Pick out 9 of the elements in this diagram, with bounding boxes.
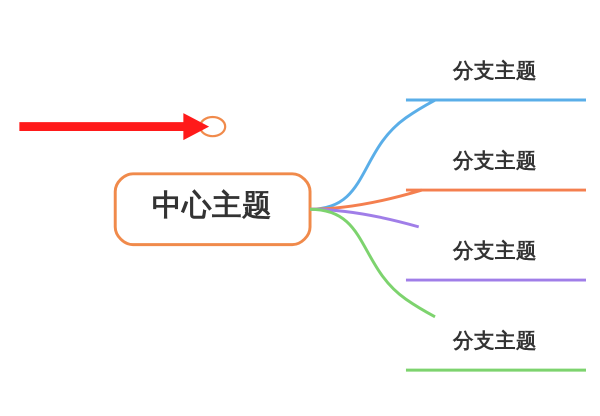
node-text: 分支主题 bbox=[453, 328, 538, 352]
node-text: 分支主题 bbox=[453, 58, 538, 82]
connector bbox=[310, 207, 436, 318]
node-text: 分支主题 bbox=[453, 148, 538, 172]
node-text: 分支主题 bbox=[453, 238, 538, 262]
arrow bbox=[19, 112, 210, 140]
node-box: 中心主题 bbox=[114, 172, 312, 246]
node-bubble bbox=[198, 115, 226, 137]
connector bbox=[310, 188, 422, 210]
